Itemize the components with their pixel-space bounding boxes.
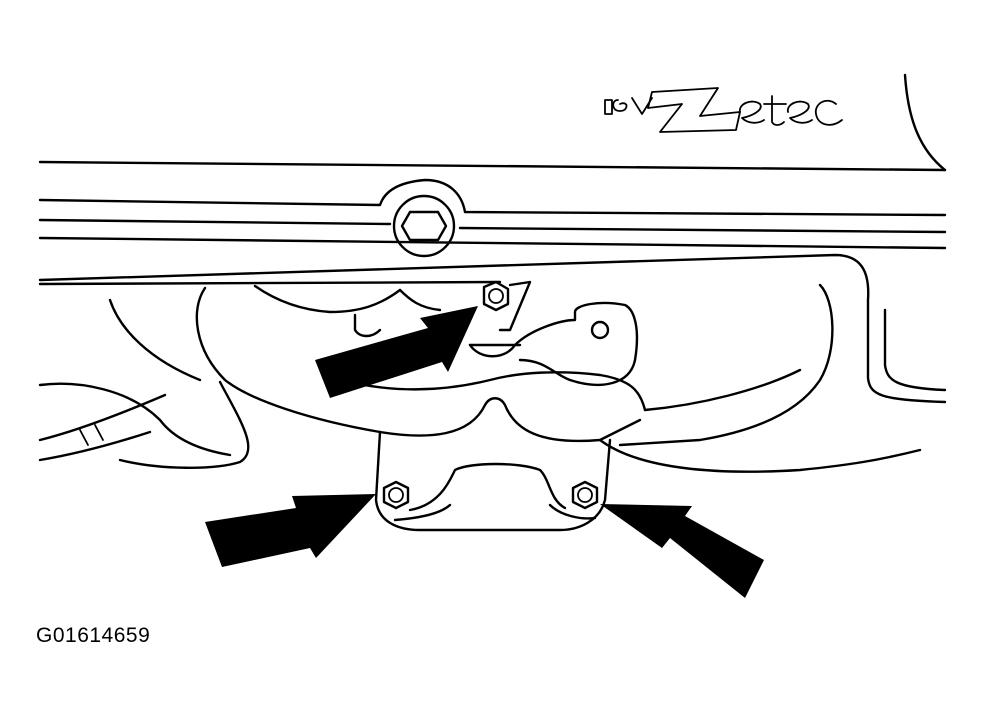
exhaust-manifold bbox=[108, 283, 922, 473]
arrow-lower-right-nut bbox=[600, 504, 764, 598]
head-bolt bbox=[392, 194, 456, 258]
lower-left-nut bbox=[382, 480, 410, 510]
arrow-lower-left-nut bbox=[205, 494, 376, 567]
upper-nut bbox=[482, 280, 510, 312]
wiring-harness bbox=[38, 382, 232, 462]
arrow-upper-nut bbox=[315, 306, 478, 398]
catalyst-flange bbox=[374, 430, 612, 532]
lower-right-nut bbox=[571, 480, 599, 510]
manifold-bracket bbox=[468, 280, 639, 387]
figure-id: G01614659 bbox=[36, 624, 151, 647]
zetec-badge bbox=[604, 87, 843, 133]
cylinder-head bbox=[38, 73, 947, 404]
